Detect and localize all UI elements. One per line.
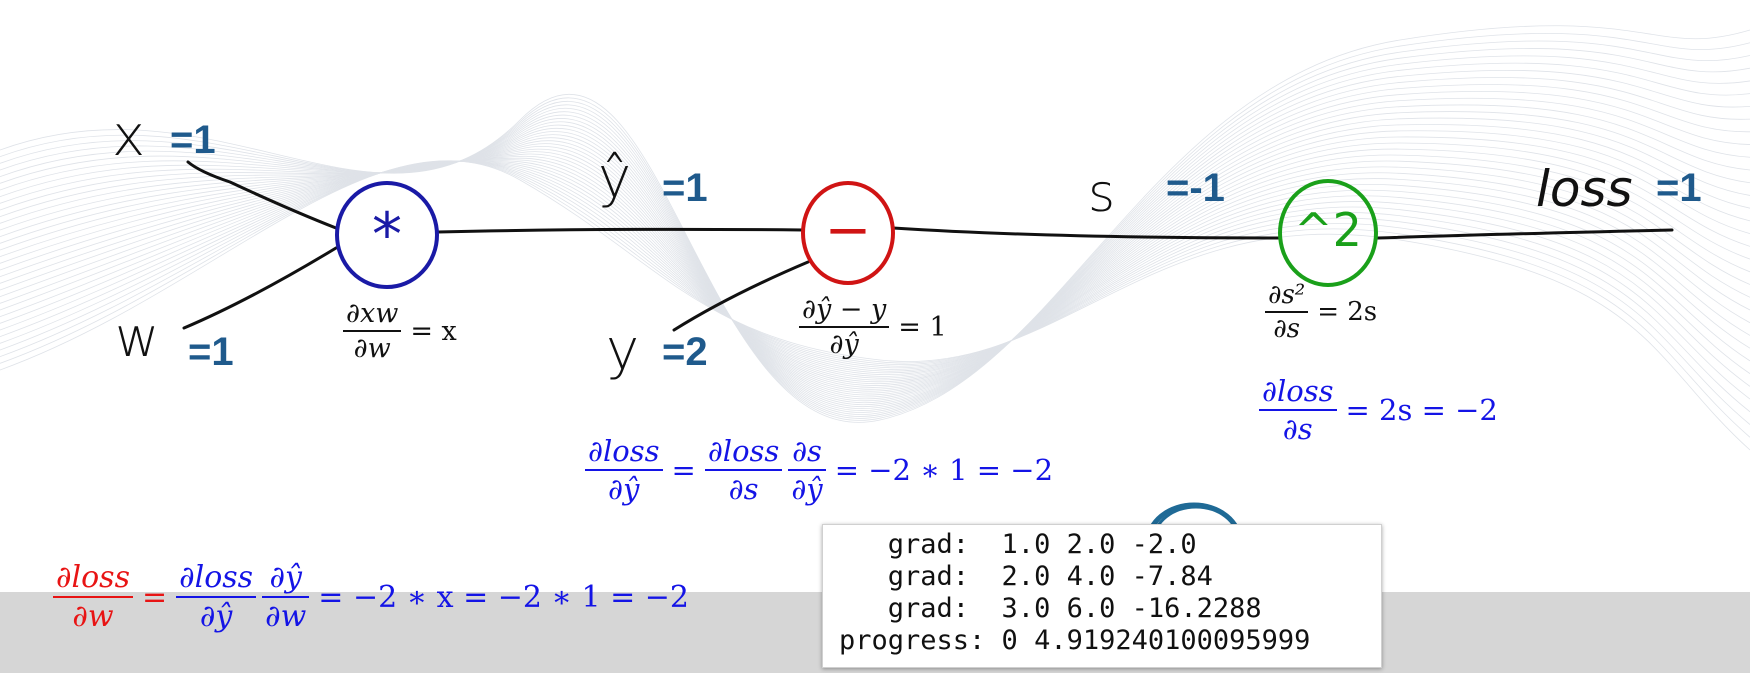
edge-yhat-symbol: ŷ	[598, 146, 632, 211]
sub-local-rhs: = 1	[898, 311, 947, 343]
input-y-value: =2	[662, 330, 708, 374]
dloss-dw-f2-den: ∂w	[265, 599, 307, 634]
wire-sub-to-sq	[891, 226, 1280, 240]
wire-mul-to-sub	[436, 227, 805, 234]
dloss-ds-den: ∂s	[1282, 412, 1313, 446]
input-w-symbol: w	[115, 306, 160, 369]
terminal-line-4: progress: 0 4.919240100095999	[839, 625, 1311, 656]
sq-local-rhs: = 2s	[1317, 297, 1378, 327]
mul-local-den: ∂w	[353, 333, 391, 364]
dloss-dw-equation: ∂loss ∂w = ∂loss ∂ŷ ∂ŷ ∂w = −2 ∗ x = −2 ∗ 1…	[50, 560, 695, 634]
edge-loss-value: =1	[1656, 166, 1702, 210]
terminal-line-1: grad: 1.0 2.0 -2.0	[839, 529, 1197, 560]
dloss-dyhat-rhs: = −2 ∗ 1 = −2	[834, 453, 1054, 487]
input-y-symbol: y	[606, 318, 640, 383]
input-x-value: =1	[170, 118, 216, 162]
dloss-dyhat-equation: ∂loss ∂ŷ = ∂loss ∂s ∂s ∂ŷ = −2 ∗ 1 = −2	[582, 434, 1059, 506]
input-x-symbol: x	[112, 104, 146, 169]
wire-y-to-sub	[672, 260, 810, 332]
sub-local-num: ∂ŷ − y	[802, 294, 887, 325]
dloss-dw-f1-num: ∂loss	[179, 560, 254, 595]
sub-node-symbol: −	[824, 198, 872, 263]
dloss-dw-lhs-den: ∂w	[72, 599, 114, 634]
sq-local-den: ∂s	[1273, 314, 1300, 344]
dloss-dw-f2-num: ∂ŷ	[269, 560, 302, 595]
dloss-dw-rhs: = −2 ∗ x = −2 ∗ 1 = −2	[318, 579, 689, 615]
sub-local-den: ∂ŷ	[829, 329, 859, 360]
edge-yhat-value: =1	[662, 166, 708, 210]
mul-local-rhs: = x	[410, 315, 457, 347]
edge-loss-symbol: loss	[1536, 160, 1633, 218]
dloss-dyhat-f2-num: ∂s	[792, 434, 822, 468]
dloss-dw-lhs-num: ∂loss	[56, 560, 130, 595]
dloss-dyhat-lhs-den: ∂ŷ	[608, 472, 640, 506]
edge-s-symbol: s	[1088, 164, 1116, 224]
mul-local-num: ∂xw	[346, 298, 399, 329]
dloss-dw-f1-den: ∂ŷ	[199, 599, 233, 634]
sq-local-num: ∂s²	[1268, 280, 1306, 310]
sq-local-derivative: ∂s² ∂s = 2s	[1262, 280, 1383, 344]
edge-s-value: =-1	[1166, 166, 1225, 210]
graph-wires	[182, 160, 1674, 332]
terminal-line-3: grad: 3.0 6.0 -16.2288	[839, 593, 1262, 624]
sub-local-derivative: ∂ŷ − y ∂ŷ = 1	[796, 294, 953, 360]
dloss-ds-num: ∂loss	[1262, 374, 1334, 408]
sq-node-circle	[1278, 179, 1378, 287]
dloss-dyhat-lhs-num: ∂loss	[588, 434, 660, 468]
mul-node-circle	[335, 181, 439, 289]
input-w-value: =1	[188, 330, 234, 374]
mul-node-symbol: *	[372, 200, 402, 270]
dloss-dyhat-f1-num: ∂loss	[707, 434, 780, 468]
terminal-output-panel: grad: 1.0 2.0 -2.0 grad: 2.0 4.0 -7.84 g…	[822, 524, 1382, 668]
terminal-line-2: grad: 2.0 4.0 -7.84	[839, 561, 1213, 592]
dloss-dyhat-f1-den: ∂s	[728, 472, 759, 506]
wire-sq-to-out	[1376, 228, 1674, 240]
dloss-ds-rhs: = 2s = −2	[1345, 393, 1498, 427]
sq-node-symbol: ^2	[1294, 203, 1362, 257]
sub-node-circle	[801, 181, 895, 285]
dloss-dyhat-f2-den: ∂ŷ	[791, 472, 823, 506]
wire-w-to-mul	[182, 246, 338, 330]
dloss-dw-equals: =	[141, 579, 168, 615]
mul-local-derivative: ∂xw ∂w = x	[340, 298, 463, 364]
dloss-dyhat-equals: =	[671, 453, 696, 487]
dloss-ds-equation: ∂loss ∂s = 2s = −2	[1256, 374, 1504, 446]
wire-x-to-mul	[186, 160, 338, 230]
decorative-wave-pattern	[0, 25, 1750, 451]
